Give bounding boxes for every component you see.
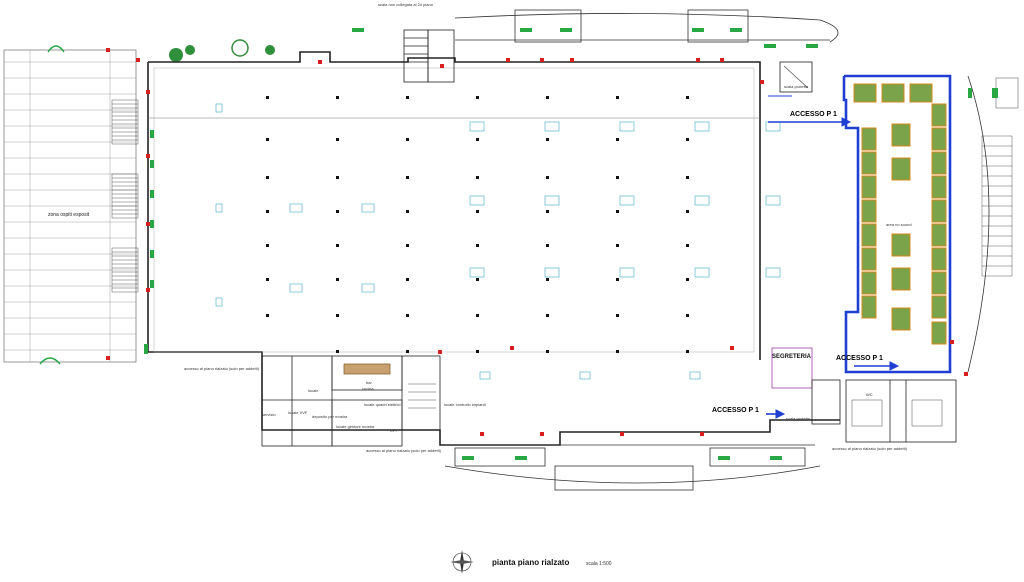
access-note-left: accesso al piano rialzato (solo per adde… <box>184 366 260 371</box>
segreteria-label: SEGRETERIA <box>772 354 812 360</box>
stairs-top-note: scala non collegata al 2o piano <box>378 2 434 7</box>
area-no-sound-label: area no sound <box>886 222 912 227</box>
bar-red-label: cucina <box>362 386 374 391</box>
access-right-label: ACCESSO P 1 <box>836 355 883 362</box>
compass-icon <box>450 550 474 574</box>
room-left-label: servizio <box>262 412 276 417</box>
cpi-label: CPI <box>390 428 397 433</box>
service-block-top <box>403 29 813 93</box>
stand-area: area no sound <box>842 74 952 374</box>
stairs-right <box>967 75 1019 373</box>
exit-signs <box>144 28 998 460</box>
plan-title: pianta piano rialzato <box>492 558 569 567</box>
smoke-detectors <box>215 103 781 380</box>
scala-protetta-top-label: scala protetta <box>784 84 809 89</box>
stairs-left <box>111 99 139 293</box>
room-right-label: locale <box>308 388 319 393</box>
access-note-mid: accesso al piano rialzato (solo per adde… <box>366 448 442 453</box>
deposito-label: deposito per mostra <box>312 414 348 419</box>
wc-block-right <box>845 379 957 443</box>
scala-protetta-bottom-label: scala protetta <box>786 416 811 421</box>
access-note-right: accesso al piano rialzato (solo per adde… <box>832 446 908 451</box>
access-arrows <box>766 95 900 419</box>
bar-label: bar <box>366 380 372 385</box>
parking-area: zona ospiti esposit <box>3 45 137 365</box>
parking-label: zona ospiti esposit <box>48 212 90 218</box>
room-mid-label: locale VVF <box>288 410 308 415</box>
locale-quadri-label: locale quadri elettrici <box>364 402 401 407</box>
locale-gestore-label: locale gestore mostra <box>336 424 375 429</box>
trees <box>169 39 275 62</box>
access-top-label: ACCESSO P 1 <box>790 111 837 118</box>
access-bottom-label: ACCESSO P 1 <box>712 407 759 414</box>
main-hall <box>147 51 840 446</box>
service-rooms <box>261 347 841 447</box>
top-facade <box>454 9 839 43</box>
columns <box>266 96 689 353</box>
bottom-facade <box>444 444 821 491</box>
locale-controllo-label: locale controllo impianti <box>444 402 486 407</box>
wc-label: WC <box>866 392 873 397</box>
plan-scale: scala 1:500 <box>586 561 612 567</box>
fire-hydrants <box>106 48 968 436</box>
